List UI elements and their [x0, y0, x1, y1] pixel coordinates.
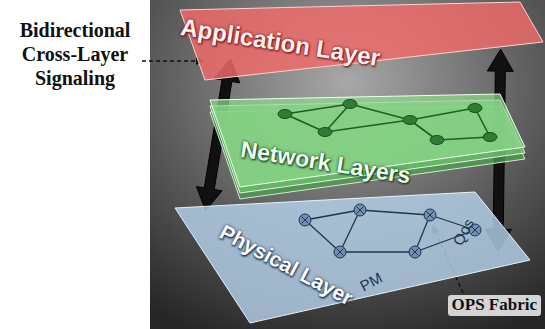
backdrop-panel [150, 0, 545, 329]
callout-text: Bidirectional Cross-Layer Signaling [0, 18, 150, 90]
signaling-leader [142, 60, 203, 62]
layer-plane: Application Layer [175, 0, 545, 82]
layer-plane: Network Layers [205, 92, 530, 202]
callout-text: OPS Fabric [448, 295, 541, 316]
